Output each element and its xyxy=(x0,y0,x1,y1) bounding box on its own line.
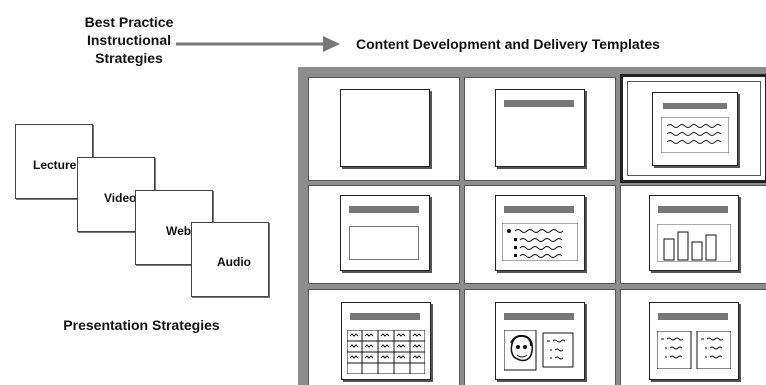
table-template-thumbnail xyxy=(341,302,431,380)
presentation-strategies-caption: Presentation Strategies xyxy=(63,317,220,333)
left-column-line-1 xyxy=(661,337,684,341)
table-text-row-2 xyxy=(349,344,422,348)
audio-label: Audio xyxy=(217,255,251,269)
chart-bar-4 xyxy=(705,234,717,261)
arrow-head xyxy=(323,36,340,52)
left-column-line-3 xyxy=(665,355,683,359)
bullet-4 xyxy=(514,254,517,257)
list-line-1 xyxy=(514,229,564,233)
text-line-2 xyxy=(666,132,722,136)
right-column-box xyxy=(696,331,731,369)
template-title-bar xyxy=(658,313,728,320)
template-cell-bulleted-list xyxy=(464,185,616,284)
web-label: Web xyxy=(166,224,192,238)
template-cell-two-columns xyxy=(620,289,766,385)
template-title-bar xyxy=(504,100,574,107)
right-column-line-2 xyxy=(705,346,723,350)
list-box xyxy=(502,223,578,261)
title-only-template-thumbnail xyxy=(495,89,585,167)
two-column-template-thumbnail xyxy=(649,302,739,380)
caption-line-1 xyxy=(547,339,566,343)
template-title-bar xyxy=(350,313,420,320)
bullet-2 xyxy=(514,238,517,241)
content-templates-title: Content Development and Delivery Templat… xyxy=(356,36,660,52)
portrait-eye-left xyxy=(516,345,520,349)
best-practice-title-line-1: Best Practice xyxy=(84,14,174,30)
text-box xyxy=(661,117,729,153)
chart-bar-1 xyxy=(663,238,675,261)
template-cell-blank xyxy=(308,77,460,181)
table-text-row-3 xyxy=(349,355,422,359)
portrait-mouth xyxy=(516,354,528,358)
two-column-text-icon xyxy=(657,331,731,369)
list-line-4 xyxy=(519,254,563,258)
template-title-bar xyxy=(658,206,728,213)
template-cell-table xyxy=(308,289,460,385)
portrait-hair xyxy=(510,334,532,347)
list-line-3 xyxy=(519,246,563,250)
table-icon xyxy=(347,330,425,374)
template-cell-image-text xyxy=(464,289,616,385)
right-column-line-3 xyxy=(705,355,723,359)
template-cell-bar-chart xyxy=(620,185,766,284)
text-line-1 xyxy=(666,124,722,128)
image-text-template-thumbnail xyxy=(495,302,585,380)
audio-card: Audio xyxy=(191,222,269,297)
title-box-template-thumbnail xyxy=(340,195,430,271)
image-caption-box xyxy=(542,332,574,368)
image-text-icon xyxy=(504,330,574,371)
bulleted-list-template-thumbnail xyxy=(495,195,585,271)
template-cell-bulleted-text xyxy=(627,81,761,176)
bullet-3 xyxy=(514,246,517,249)
blank-template-thumbnail xyxy=(340,89,430,167)
template-title-bar xyxy=(349,206,419,213)
portrait-eye-right xyxy=(523,345,527,349)
selected-template-frame xyxy=(620,74,766,183)
bar-chart-icon xyxy=(657,224,731,262)
video-label: Video xyxy=(104,191,137,205)
chart-bar-2 xyxy=(677,231,689,261)
template-cell-title-only xyxy=(464,77,616,181)
list-line-2 xyxy=(519,238,563,242)
template-title-bar xyxy=(504,313,574,320)
template-title-bar xyxy=(663,103,727,109)
template-cell-title-box xyxy=(308,185,460,284)
table-text-row-1 xyxy=(349,333,422,337)
right-arrow-icon xyxy=(176,36,340,52)
best-practice-title-line-2: Instructional xyxy=(86,32,171,48)
chart-bar-3 xyxy=(691,241,703,261)
template-grid xyxy=(298,67,766,385)
bulleted-list-icon xyxy=(502,223,578,261)
right-column-line-1 xyxy=(701,337,724,341)
caption-line-2 xyxy=(550,348,564,352)
template-title-bar xyxy=(504,206,574,213)
caption-line-3 xyxy=(550,356,564,360)
bar-chart-template-thumbnail xyxy=(649,195,739,271)
best-practice-title-line-3: Strategies xyxy=(95,50,163,66)
left-column-line-2 xyxy=(665,346,683,350)
content-box xyxy=(349,226,419,260)
text-line-3 xyxy=(666,140,722,144)
best-practice-title: Best Practice Instructional Strategies xyxy=(34,13,224,67)
left-column-box xyxy=(657,331,692,369)
portrait-frame xyxy=(504,330,537,371)
lecture-label: Lecture xyxy=(33,158,77,172)
wavy-text-icon xyxy=(661,117,729,153)
bulleted-text-template-thumbnail xyxy=(652,92,738,166)
bullet-1 xyxy=(507,229,511,233)
